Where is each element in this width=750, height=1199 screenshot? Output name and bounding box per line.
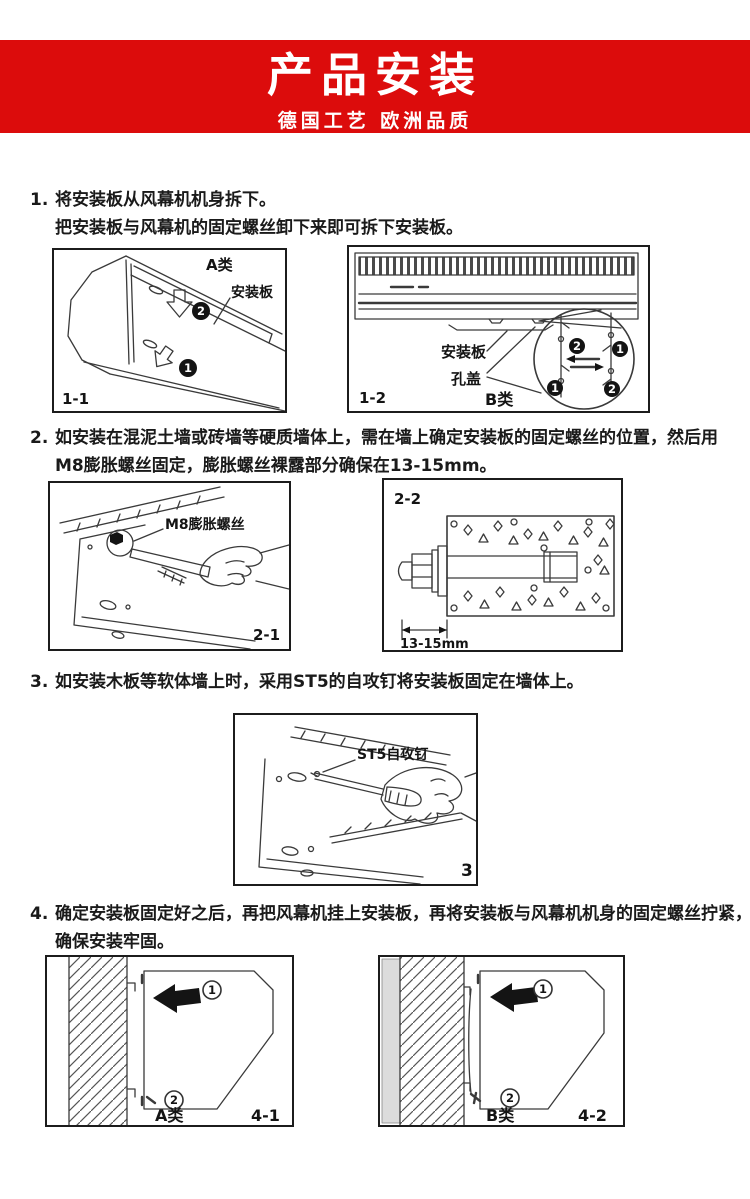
step-3-text: 如安装木板等软体墙上时，采用ST5的自攻钉将安装板固定在墙体上。 xyxy=(55,668,584,696)
type-b-label: B类 xyxy=(485,390,514,409)
figure-1-1: 2 1 A类 安装板 1-1 xyxy=(52,248,287,413)
step-1-number: 1. xyxy=(30,190,49,210)
step-3: 3. 如安装木板等软体墙上时，采用ST5的自攻钉将安装板固定在墙体上。 xyxy=(30,668,584,696)
step-marker-1: 1 xyxy=(208,983,216,997)
step-marker-2: 2 xyxy=(170,1093,178,1107)
step-marker-2-badge xyxy=(192,302,210,320)
st5-screw-label: ST5自攻钉 xyxy=(357,746,428,763)
wrench-install-drawing xyxy=(59,486,289,649)
step-marker-2-badge xyxy=(164,1090,184,1110)
page-subtitle: 德国工艺 欧洲品质 xyxy=(277,110,473,132)
wall-mount-side-drawing xyxy=(68,957,274,1125)
figure-caption: 1-1 xyxy=(62,390,89,408)
step-4-number: 4. xyxy=(30,904,49,924)
mounting-plate-label: 安装板 xyxy=(441,343,487,361)
left-arrow-icon xyxy=(566,355,575,363)
figure-caption: 4-1 xyxy=(251,1106,280,1125)
figure-caption: 4-2 xyxy=(578,1106,607,1125)
step-3-number: 3. xyxy=(30,672,49,692)
figure-4-1: 1 2 A类 4-1 xyxy=(45,955,294,1127)
figure-3: ST5自攻钉 3 xyxy=(233,713,478,886)
step-marker-2: 2 xyxy=(197,304,205,318)
step-marker-1-badge xyxy=(612,341,628,357)
step-1: 1. 将安装板从风幕机机身拆下。 把安装板与风幕机的固定螺丝卸下来即可拆下安装板… xyxy=(30,186,463,242)
header-banner: 产品安装 德国工艺 欧洲品质 xyxy=(0,40,750,133)
step-1-line-1: 将安装板从风幕机机身拆下。 xyxy=(55,190,276,210)
step-4-line-2: 确保安装牢固。 xyxy=(55,932,174,952)
screwdriver-install-drawing xyxy=(258,726,476,884)
left-arrow-icon xyxy=(153,984,201,1013)
type-a-label: A类 xyxy=(155,1106,184,1125)
expansion-bolt-section-drawing xyxy=(397,515,615,639)
step-marker-2-badge xyxy=(604,381,620,397)
figure-caption: 2-1 xyxy=(253,626,280,644)
mounting-plate-label: 安装板 xyxy=(231,284,274,301)
step-2-line-1: 如安装在混泥土墙或砖墙等硬质墙体上，需在墙上确定安装板的固定螺丝的位置，然后用 xyxy=(55,428,718,448)
page-title: 产品安装 xyxy=(267,48,483,102)
step-marker-1-badge xyxy=(202,980,222,1000)
hole-cover-label: 孔盖 xyxy=(451,370,481,388)
m8-expansion-screw-label: M8膨胀螺丝 xyxy=(165,516,245,533)
step-4: 4. 确定安装板固定好之后，再把风幕机挂上安装板，再将安装板与风幕机机身的固定螺… xyxy=(30,900,750,956)
step-2-number: 2. xyxy=(30,428,49,448)
left-arrow-icon xyxy=(490,983,538,1012)
step-marker-1-badge xyxy=(179,359,197,377)
step-marker-1-badge xyxy=(533,979,553,999)
air-curtain-front-drawing xyxy=(354,252,639,394)
step-1-text: 将安装板从风幕机机身拆下。 把安装板与风幕机的固定螺丝卸下来即可拆下安装板。 xyxy=(55,186,463,242)
figure-4-2: 1 2 B类 4-2 xyxy=(378,955,625,1127)
dimension-label: 13-15mm xyxy=(400,637,469,650)
step-2: 2. 如安装在混泥土墙或砖墙等硬质墙体上，需在墙上确定安装板的固定螺丝的位置，然… xyxy=(30,424,718,480)
step-marker-2-badge xyxy=(500,1088,520,1108)
step-marker-2: 2 xyxy=(573,339,581,353)
step-4-line-1: 确定安装板固定好之后，再把风幕机挂上安装板，再将安装板与风幕机机身的固定螺丝拧紧… xyxy=(55,904,750,924)
figure-caption: 3 xyxy=(461,861,473,881)
step-1-line-2: 把安装板与风幕机的固定螺丝卸下来即可拆下安装板。 xyxy=(55,218,463,238)
type-a-label: A类 xyxy=(206,256,234,274)
magnifier-detail-drawing xyxy=(533,308,635,410)
figure-1-2: 2 1 1 2 安装板 孔盖 B类 1-2 xyxy=(347,245,650,413)
figure-2-2: 2-2 13-15mm xyxy=(382,478,623,652)
step-marker-1: 1 xyxy=(616,342,624,356)
step-2-line-2: M8膨胀螺丝固定，膨胀螺丝裸露部分确保在13-15mm。 xyxy=(55,456,497,476)
figure-caption: 1-2 xyxy=(359,389,386,407)
step-2-text: 如安装在混泥土墙或砖墙等硬质墙体上，需在墙上确定安装板的固定螺丝的位置，然后用 … xyxy=(55,424,718,480)
step-marker-1: 1 xyxy=(551,381,559,395)
step-marker-1-badge xyxy=(547,380,563,396)
down-arrow-icon xyxy=(166,289,193,318)
down-left-arrow-icon xyxy=(154,345,174,368)
right-arrow-icon xyxy=(595,363,604,371)
step-marker-2: 2 xyxy=(608,382,616,396)
figure-2-1: M8膨胀螺丝 2-1 xyxy=(48,481,291,651)
step-4-text: 确定安装板固定好之后，再把风幕机挂上安装板，再将安装板与风幕机机身的固定螺丝拧紧… xyxy=(55,900,750,956)
step-marker-1: 1 xyxy=(184,361,192,375)
step-marker-2: 2 xyxy=(506,1091,514,1105)
step-3-line-1: 如安装木板等软体墙上时，采用ST5的自攻钉将安装板固定在墙体上。 xyxy=(55,672,584,692)
figure-caption: 2-2 xyxy=(394,490,421,508)
wall-mount-side-drawing xyxy=(381,957,605,1125)
type-b-label: B类 xyxy=(486,1106,515,1125)
step-marker-1: 1 xyxy=(539,982,547,996)
step-marker-2-badge xyxy=(569,338,585,354)
air-curtain-perspective-drawing xyxy=(67,255,285,411)
